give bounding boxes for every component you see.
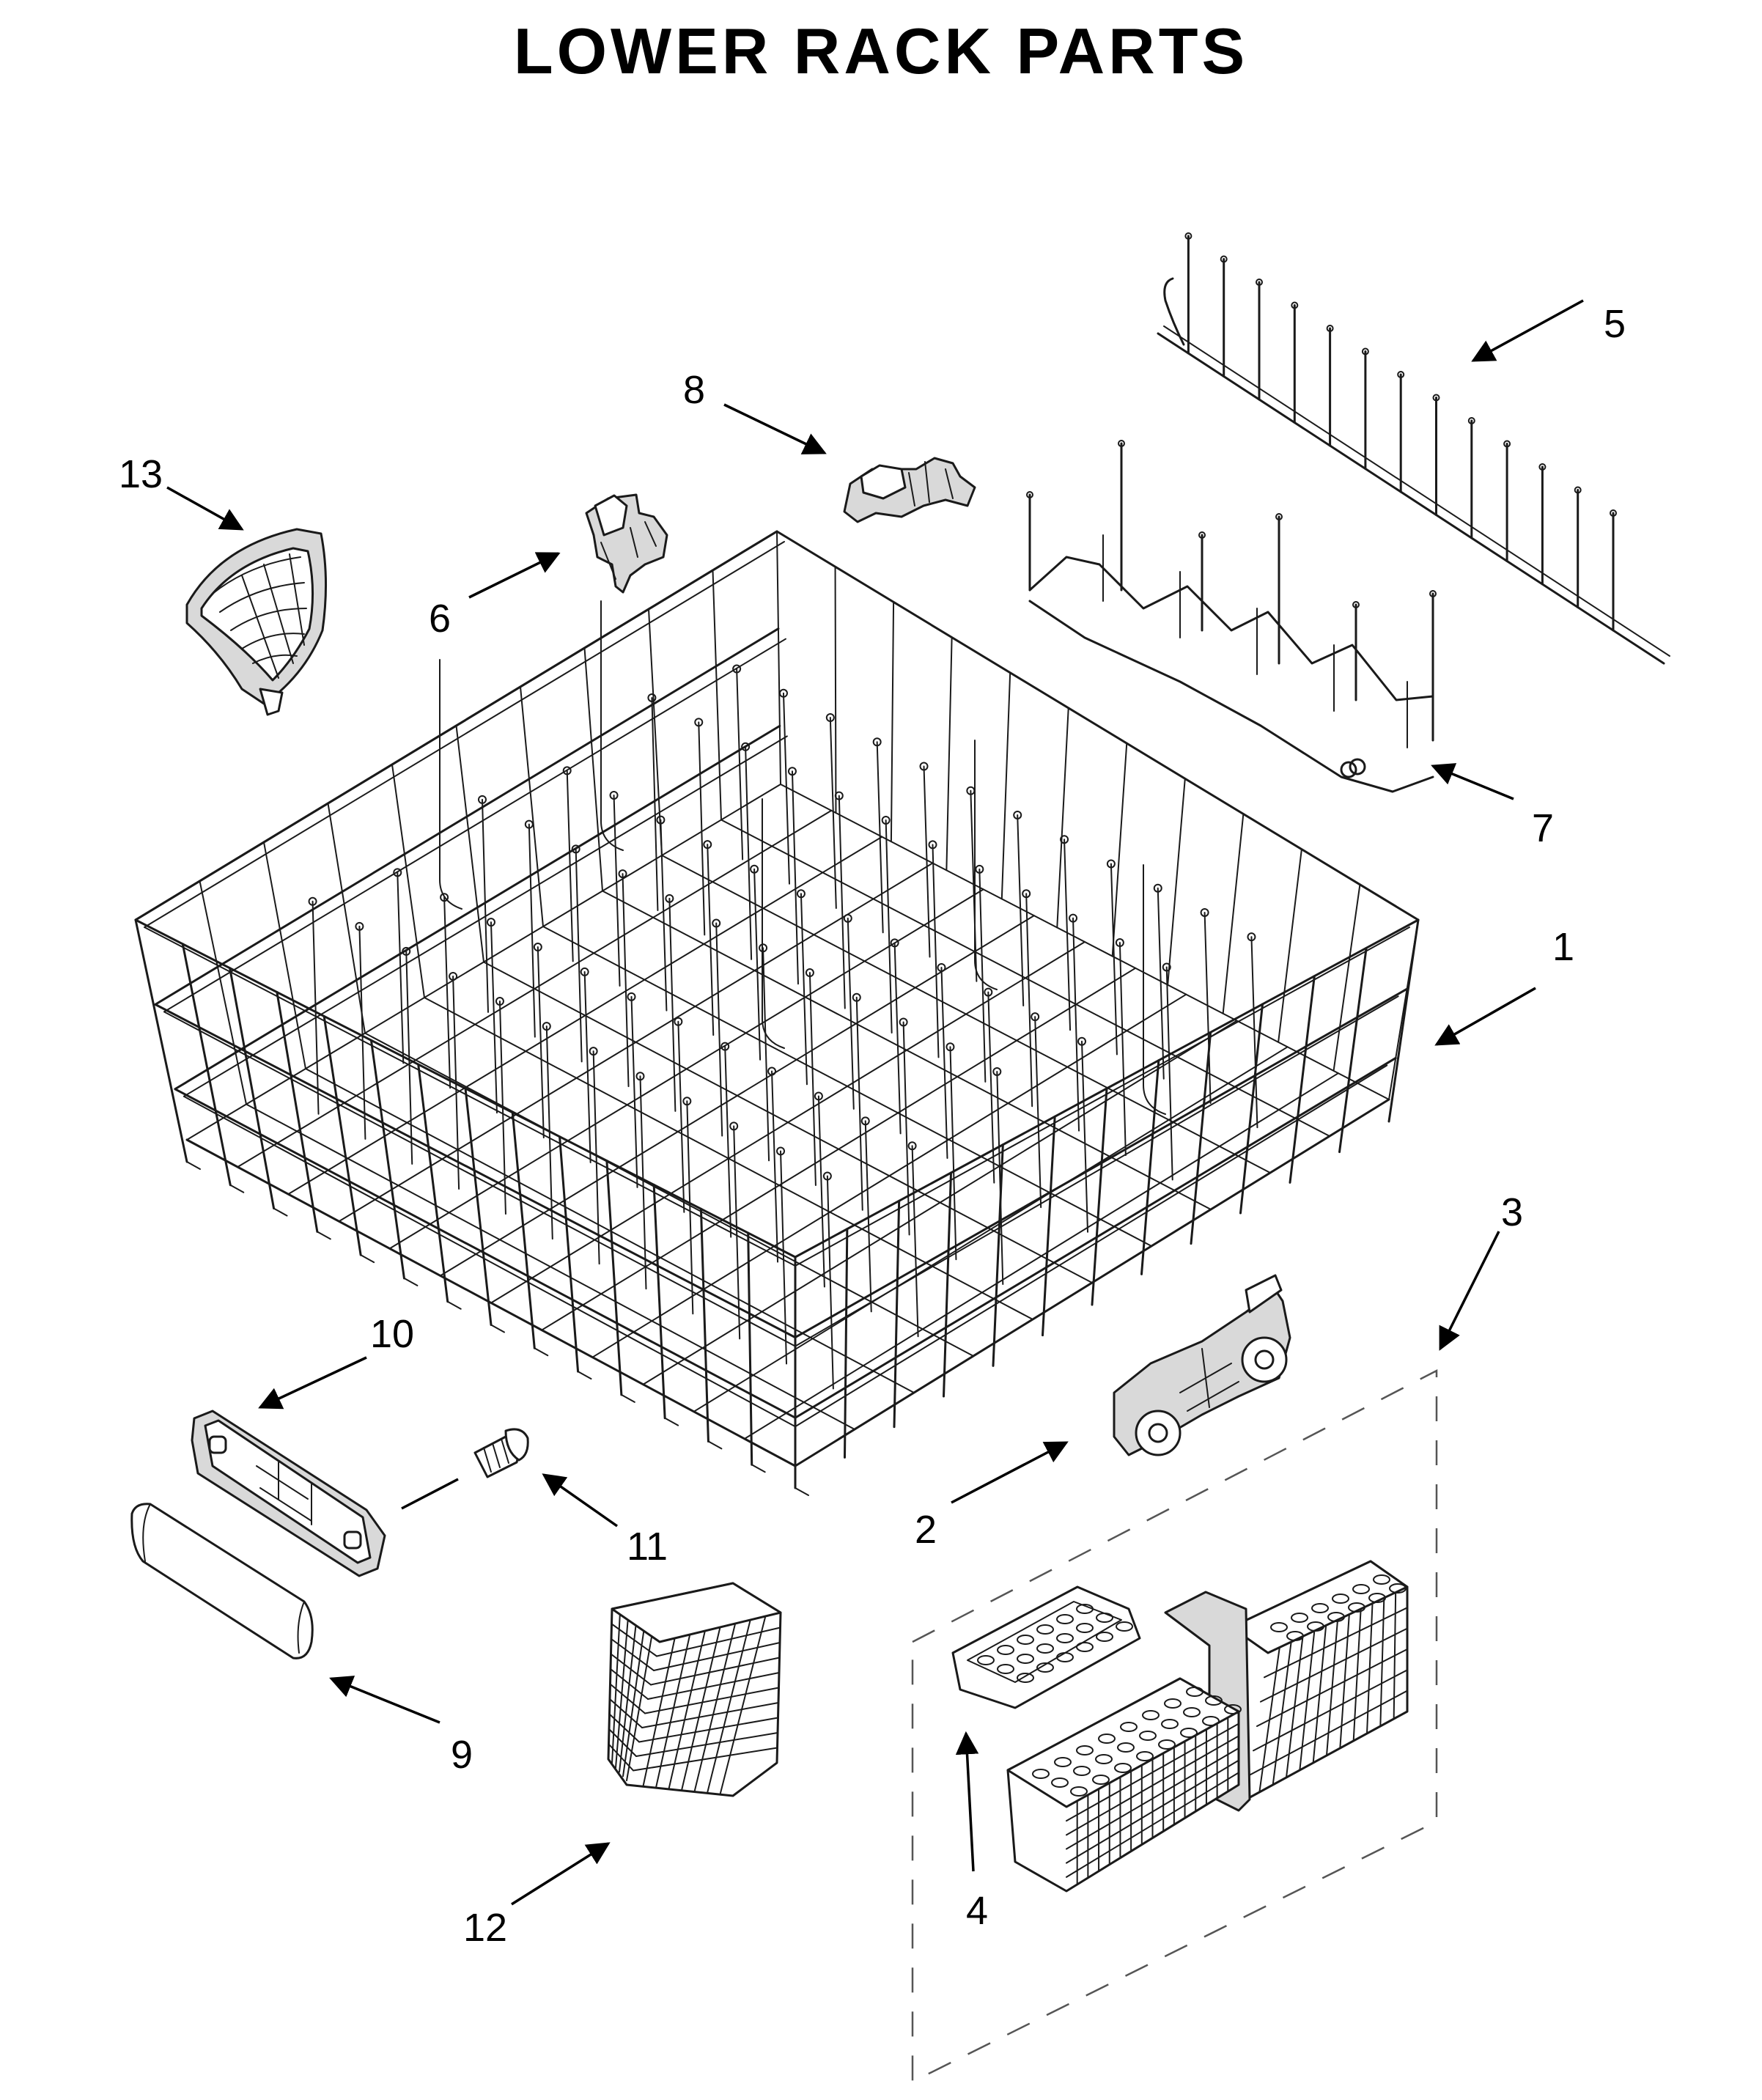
lower-rack-wire-basket[interactable] — [134, 530, 1420, 1496]
callout-3: 3 — [1501, 1190, 1523, 1234]
page-title: LOWER RACK PARTS — [513, 15, 1249, 87]
callout-leader-lines — [166, 299, 1584, 1906]
callout-7: 7 — [1532, 806, 1554, 850]
basket-lid-part[interactable] — [951, 1585, 1141, 1709]
callout-10: 10 — [370, 1312, 414, 1356]
callout-8: 8 — [683, 368, 705, 412]
screw-part[interactable] — [473, 1428, 529, 1478]
callout-12: 12 — [463, 1906, 507, 1950]
folding-tine-section-part[interactable] — [1026, 440, 1437, 793]
handle-base-part[interactable] — [191, 1410, 386, 1577]
rack-wheel-assembly-part[interactable] — [1113, 1274, 1291, 1456]
silverware-basket-part[interactable] — [1006, 1560, 1409, 1893]
silverware-basket-assembly-outline — [911, 1368, 1438, 2084]
callout-11: 11 — [627, 1525, 668, 1569]
tine-pivot-clip-part[interactable] — [585, 493, 668, 594]
callout-5: 5 — [1604, 302, 1626, 346]
callout-4: 4 — [966, 1889, 988, 1933]
tine-row-part[interactable] — [1157, 232, 1670, 665]
callout-6: 6 — [429, 597, 451, 641]
handle-cover-part[interactable] — [130, 1503, 314, 1659]
side-basket-part[interactable] — [185, 528, 328, 716]
rack-clip-part[interactable] — [843, 457, 976, 523]
utensil-cup-part[interactable] — [607, 1582, 782, 1797]
callout-2: 2 — [915, 1508, 937, 1552]
callout-13: 13 — [119, 452, 163, 496]
callout-1: 1 — [1552, 925, 1574, 969]
callout-9: 9 — [451, 1733, 473, 1777]
